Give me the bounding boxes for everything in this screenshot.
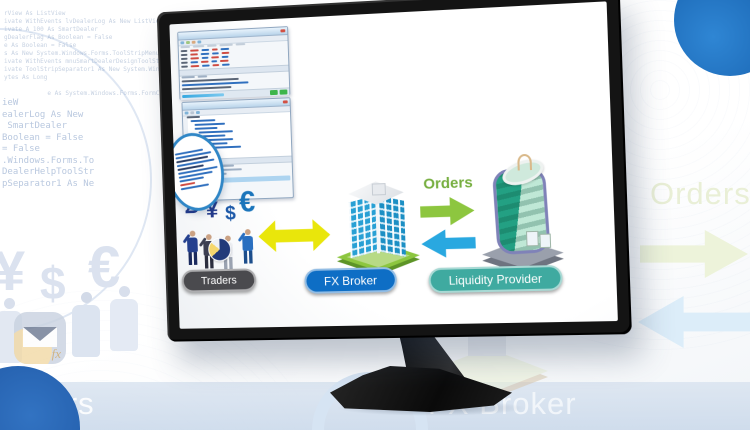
currency-euro-icon: €	[238, 185, 256, 219]
orders-arrow-icon	[420, 196, 475, 226]
close-icon	[282, 100, 288, 104]
person-silhouette	[72, 292, 100, 357]
currency-yen-icon: ¥	[0, 239, 26, 302]
watermark-orders: Orders	[650, 176, 750, 211]
liquidity-provider-badge: Liquidity Provider	[428, 264, 563, 294]
traders-badge: Traders	[181, 268, 257, 293]
orders-label: Orders	[423, 174, 474, 193]
return-arrow-icon	[421, 229, 476, 259]
confirm-button	[269, 89, 278, 96]
fx-broker-building	[333, 186, 423, 274]
currency-dollar-icon: $	[40, 257, 66, 309]
confirm-button	[279, 89, 288, 95]
trader-figure	[237, 229, 255, 267]
currency-dollar-icon: $	[224, 202, 237, 225]
close-icon	[280, 29, 286, 33]
currency-euro-icon: €	[88, 235, 121, 300]
trader-figure	[182, 230, 200, 268]
liquidity-provider-building	[477, 153, 568, 273]
person-silhouette	[110, 286, 138, 351]
background-code-snippet-zoomed: ieW ealerLog As New SmartDealer Boolean …	[2, 98, 95, 189]
bidirectional-arrow-icon	[258, 219, 331, 253]
trading-app-window	[177, 26, 291, 101]
monitor: £ ¥ $ € Orders	[156, 0, 632, 342]
fx-envelope-icon: fx	[14, 312, 66, 364]
monitor-screen: £ ¥ $ € Orders	[169, 1, 618, 329]
fx-broker-badge: FX Broker	[304, 266, 398, 294]
progress-bar	[182, 93, 225, 99]
